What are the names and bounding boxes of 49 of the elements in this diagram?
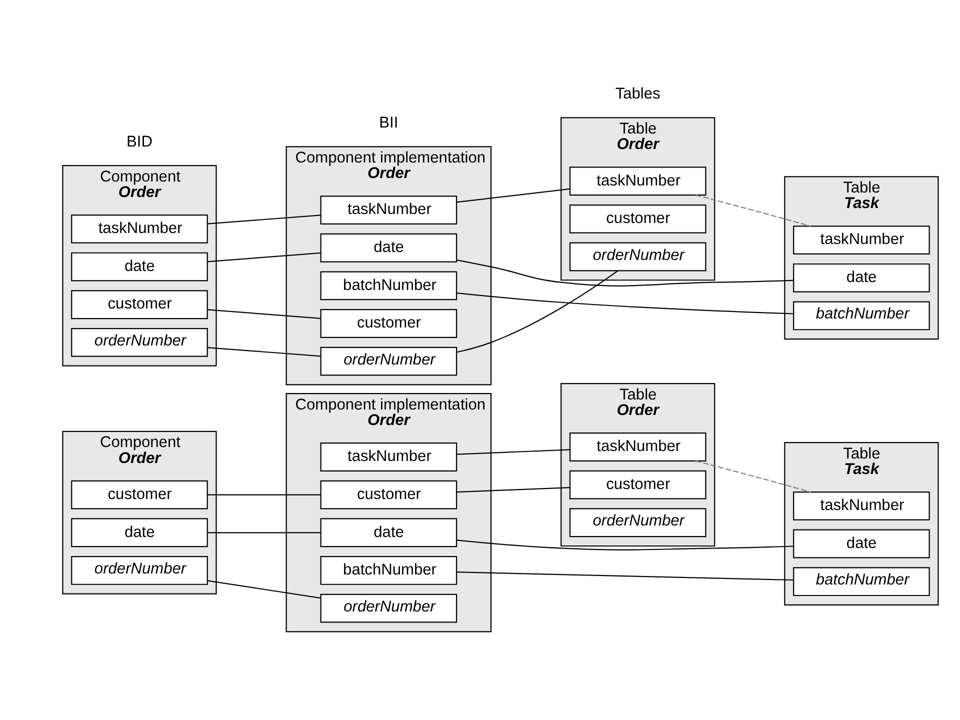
connector: [456, 539, 794, 550]
node-box: orderNumber: [71, 556, 208, 584]
node-box: customer: [569, 204, 706, 233]
node-box: date: [320, 518, 458, 547]
connector: [456, 448, 570, 454]
connector: [456, 292, 794, 314]
node-box: batchNumber: [793, 566, 930, 596]
node-box: orderNumber: [569, 242, 706, 271]
node-box: taskNumber: [793, 225, 930, 254]
node-box: orderNumber: [320, 346, 458, 376]
node-box: customer: [320, 480, 458, 509]
node-box: customer: [71, 290, 208, 319]
node-box: date: [71, 518, 208, 547]
connector: [207, 252, 321, 262]
node-box: batchNumber: [320, 270, 458, 300]
node-box: date: [793, 528, 930, 558]
connector: [207, 308, 321, 318]
connector: [456, 486, 570, 492]
node-box: taskNumber: [793, 491, 930, 520]
label: BID: [126, 132, 152, 150]
node-box: customer: [71, 480, 208, 509]
connector: [456, 259, 794, 286]
connector: [695, 460, 811, 492]
connector: [695, 194, 811, 226]
node-box: batchNumber: [793, 300, 930, 330]
node-box: orderNumber: [320, 593, 458, 622]
connector: [207, 346, 321, 356]
node-box: orderNumber: [569, 508, 706, 537]
node-box: date: [71, 252, 208, 281]
node-box: taskNumber: [569, 166, 706, 196]
connector: [456, 571, 794, 580]
node-box: taskNumber: [320, 442, 458, 471]
connector: [456, 188, 570, 202]
node-box: taskNumber: [569, 432, 706, 461]
node-box: taskNumber: [71, 214, 208, 243]
node-box: customer: [320, 308, 458, 338]
connector: [207, 494, 321, 495]
node-box: taskNumber: [320, 195, 458, 224]
node-box: date: [320, 232, 458, 262]
connector: [207, 532, 321, 533]
label: Tables: [615, 84, 660, 102]
node-box: batchNumber: [320, 556, 458, 584]
connector: [207, 214, 321, 224]
node-box: orderNumber: [71, 327, 208, 356]
connector: [207, 580, 321, 598]
node-box: date: [793, 262, 930, 292]
connector: [456, 270, 618, 352]
node-box: customer: [569, 470, 706, 499]
label: BII: [379, 114, 398, 131]
